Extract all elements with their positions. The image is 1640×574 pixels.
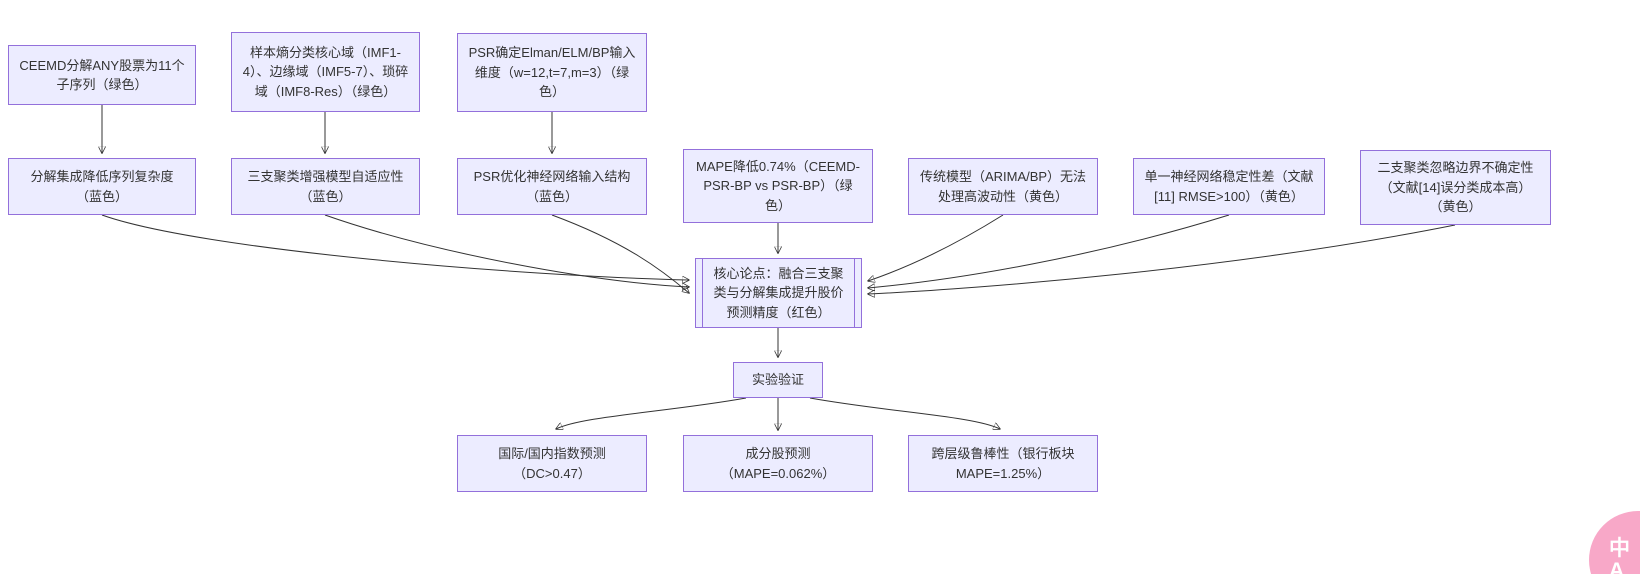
node-entropy-label: 样本熵分类核心域（IMF1-4）、边缘域（IMF5-7）、琐碎域（IMF8-Re… [242,44,409,99]
node-psr-opt-label: PSR优化神经网络输入结构（蓝色） [473,169,631,204]
edge-three-way-to-core [324,214,689,287]
edge-traditional-to-core [868,214,1004,281]
node-psr-dim-label: PSR确定Elman/ELM/BP输入维度（w=12,t=7,m=3）（绿色） [468,45,636,100]
translate-float-button[interactable]: 中 A [1589,511,1640,574]
node-core-thesis: 核心论点：融合三支聚类与分解集成提升股价预测精度（红色） [695,258,862,328]
node-experiment-label: 实验验证 [751,372,804,388]
node-psr-dim: PSR确定Elman/ELM/BP输入维度（w=12,t=7,m=3）（绿色） [457,33,647,112]
node-psr-opt: PSR优化神经网络输入结构（蓝色） [457,158,647,215]
edge-two-way-to-core [868,224,1456,294]
node-single-nn-label: 单一神经网络稳定性差（文献[11] RMSE>100）（黄色） [1144,169,1314,204]
node-index-pred: 国际/国内指数预测（DC>0.47） [457,435,647,492]
node-three-way: 三支聚类增强模型自适应性（蓝色） [231,158,420,215]
edge-decomp-to-core [101,214,689,280]
node-three-way-label: 三支聚类增强模型自适应性（蓝色） [247,169,404,204]
node-ceemd-label: CEEMD分解ANY股票为11个子序列（绿色） [19,57,185,93]
node-stock-pred-label: 成分股预测（MAPE=0.062%） [720,446,836,481]
edge-single-nn-to-core [868,214,1230,288]
node-traditional: 传统模型（ARIMA/BP）无法处理高波动性（黄色） [908,158,1098,215]
edge-experiment-to-robustness [809,397,1000,429]
translate-latin-glyph: A [1609,559,1625,574]
node-two-way: 二支聚类忽略边界不确定性（文献[14]误分类成本高）（黄色） [1360,150,1551,225]
node-traditional-label: 传统模型（ARIMA/BP）无法处理高波动性（黄色） [919,169,1087,204]
node-mape-drop: MAPE降低0.74%（CEEMD-PSR-BP vs PSR-BP）（绿色） [683,149,873,223]
node-two-way-label: 二支聚类忽略边界不确定性（文献[14]误分类成本高）（黄色） [1377,160,1534,215]
node-index-pred-label: 国际/国内指数预测（DC>0.47） [498,446,606,481]
node-core-thesis-label: 核心论点：融合三支聚类与分解集成提升股价预测精度（红色） [713,265,844,320]
node-stock-pred: 成分股预测（MAPE=0.062%） [683,435,873,492]
node-entropy: 样本熵分类核心域（IMF1-4）、边缘域（IMF5-7）、琐碎域（IMF8-Re… [231,32,420,112]
edge-experiment-to-index-pred [556,397,747,429]
edge-psr-opt-to-core [551,214,689,293]
node-decomp-label: 分解集成降低序列复杂度（蓝色） [30,169,174,204]
node-mape-drop-label: MAPE降低0.74%（CEEMD-PSR-BP vs PSR-BP）（绿色） [696,158,860,213]
node-ceemd: CEEMD分解ANY股票为11个子序列（绿色） [8,45,196,105]
node-robustness-label: 跨层级鲁棒性（银行板块 MAPE=1.25%） [931,446,1075,481]
subroutine-inner-line-left [702,259,703,327]
node-experiment: 实验验证 [733,362,823,398]
translate-chinese-glyph: 中 [1609,536,1630,560]
node-single-nn: 单一神经网络稳定性差（文献[11] RMSE>100）（黄色） [1133,158,1325,215]
node-decomp: 分解集成降低序列复杂度（蓝色） [8,158,196,215]
subroutine-inner-line-right [854,259,855,327]
node-robustness: 跨层级鲁棒性（银行板块 MAPE=1.25%） [908,435,1098,492]
